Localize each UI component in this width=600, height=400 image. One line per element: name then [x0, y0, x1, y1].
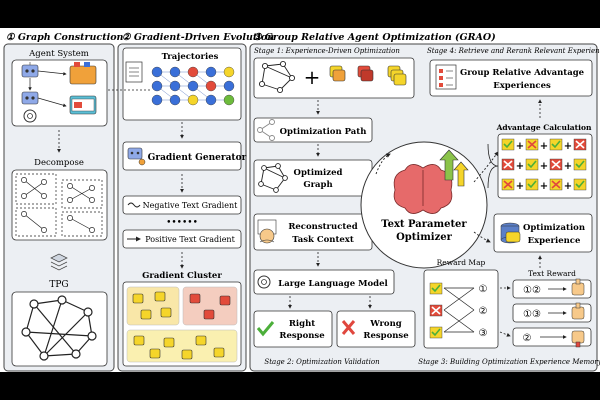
optimized-graph-line1: Optimized: [294, 168, 343, 178]
tpg-label: TPG: [49, 280, 68, 290]
thumbs-up-icon: [571, 278, 585, 296]
optimizer-line2: Optimizer: [396, 232, 453, 243]
reward-row-1-label: ①②: [523, 285, 541, 296]
ellipsis: ••••••: [166, 218, 198, 228]
graph-icon: [258, 163, 288, 193]
path-icon: [257, 119, 275, 141]
svg-text:+: +: [564, 161, 572, 172]
wrong-response-line1: Wrong: [369, 319, 401, 329]
gradient-generator-box: [122, 141, 242, 171]
llm-label: Large Language Model: [278, 279, 388, 289]
svg-text:+: +: [516, 141, 524, 152]
reward-num-1: ①: [479, 284, 488, 295]
tpg-box: [11, 291, 108, 367]
reward-num-2: ②: [479, 306, 488, 317]
decomposed-graph: [15, 173, 103, 237]
person-icon: [257, 219, 277, 244]
cross-icon: [341, 320, 356, 335]
openai-icon: [257, 275, 271, 289]
wave-icon: [127, 202, 141, 208]
opt-exp-line2: Experience: [528, 236, 581, 246]
stage4-label: Stage 4: Retrieve and Rerank Relevant Ex…: [427, 47, 600, 55]
right-response-line2: Response: [279, 331, 325, 341]
svg-text:+: +: [540, 141, 548, 152]
gradient-stack-yellow: [329, 65, 346, 82]
opt-exp-line1: Optimization: [523, 223, 585, 233]
optimization-path-label: Optimization Path: [280, 127, 367, 137]
decompose-label: Decompose: [34, 158, 84, 168]
gra-line1: Group Relative Advantage: [460, 68, 585, 78]
stage2-label: Stage 2: Optimization Validation: [264, 358, 380, 366]
openai-icon: [23, 109, 37, 123]
brain-icon: [393, 164, 453, 214]
reward-row-2-label: ①③: [523, 309, 541, 320]
gra-experiences-box: [429, 59, 593, 97]
database-icon: [500, 222, 521, 244]
browser-icon: [69, 95, 97, 115]
advantage-calc-label: Advantage Calculation: [496, 123, 592, 132]
advantage-grid: + + + + + + + + +: [501, 138, 587, 192]
panel1-header: ① Graph Construction: [6, 32, 124, 43]
stage3-label: Stage 3: Building Optimization Experienc…: [418, 358, 600, 366]
gra-line2: Experiences: [493, 81, 551, 91]
reward-map-label: Reward Map: [437, 258, 486, 267]
optimization-path-box: [253, 117, 373, 143]
panel3-header: ③ Group Relative Agent Optimization (GRA…: [253, 32, 496, 43]
reward-num-3: ③: [479, 328, 488, 339]
positive-gradient-box: [122, 229, 242, 249]
up-arrows-icon: [439, 149, 469, 187]
agent-system-label: Agent System: [28, 49, 89, 59]
toolbox-icon: [69, 62, 97, 85]
checklist-icon: [435, 64, 457, 90]
llm-box: [253, 269, 395, 295]
robot-icon: [21, 62, 39, 78]
reconstructed-line2: Task Context: [292, 235, 354, 245]
optimization-experience-box: [493, 213, 593, 253]
svg-text:+: +: [564, 181, 572, 192]
right-response-line1: Right: [289, 319, 315, 329]
right-response-box: [253, 310, 333, 348]
reward-row-3-label: ②: [523, 333, 532, 344]
stage1-label: Stage 1: Experience-Driven Optimization: [254, 47, 400, 55]
task-list-icon: [125, 61, 143, 83]
layers-icon: [50, 253, 68, 271]
robot-icon: [21, 91, 39, 105]
svg-text:+: +: [564, 141, 572, 152]
panel2-header: ② Gradient-Driven Evolution: [122, 32, 274, 43]
reconstructed-line1: Reconstructed: [288, 222, 357, 232]
svg-text:+: +: [516, 181, 524, 192]
robot-gear-icon: [127, 147, 146, 166]
reward-map-boxes: [429, 282, 443, 339]
wrong-response-box: [336, 310, 416, 348]
graph-icon: [258, 60, 296, 94]
negative-gradient-box: [122, 195, 242, 215]
optimizer-line1: Text Parameter: [381, 219, 467, 230]
cluster-yellow-a: [126, 286, 180, 326]
svg-text:+: +: [540, 181, 548, 192]
gradient-generator-label: Gradient Generator: [148, 153, 247, 163]
checkmark-icon: [256, 321, 275, 337]
optimized-graph-line2: Graph: [303, 180, 332, 190]
thumbs-up-icon: [571, 302, 585, 320]
positive-gradient-label: Positive Text Gradient: [145, 235, 235, 244]
reward-map-lines: [443, 287, 475, 333]
svg-text:+: +: [540, 161, 548, 172]
thumbs-down-icon: [571, 330, 585, 348]
gradient-cluster-label: Gradient Cluster: [142, 271, 222, 281]
gradient-stack-red: [357, 65, 374, 82]
reward-map-box: [423, 269, 499, 349]
wrong-response-line2: Response: [363, 331, 409, 341]
svg-text:+: +: [516, 161, 524, 172]
trajectory-nodes: [151, 66, 235, 106]
gradient-stack-yellow-2: [387, 65, 407, 86]
optimized-graph-box: [253, 159, 373, 197]
trajectories-label: Trajectories: [162, 52, 219, 62]
negative-gradient-label: Negative Text Gradient: [143, 201, 238, 210]
tpg-graph: [25, 299, 93, 357]
plus-sign: +: [304, 65, 321, 89]
text-reward-label: Text Reward: [528, 269, 576, 278]
